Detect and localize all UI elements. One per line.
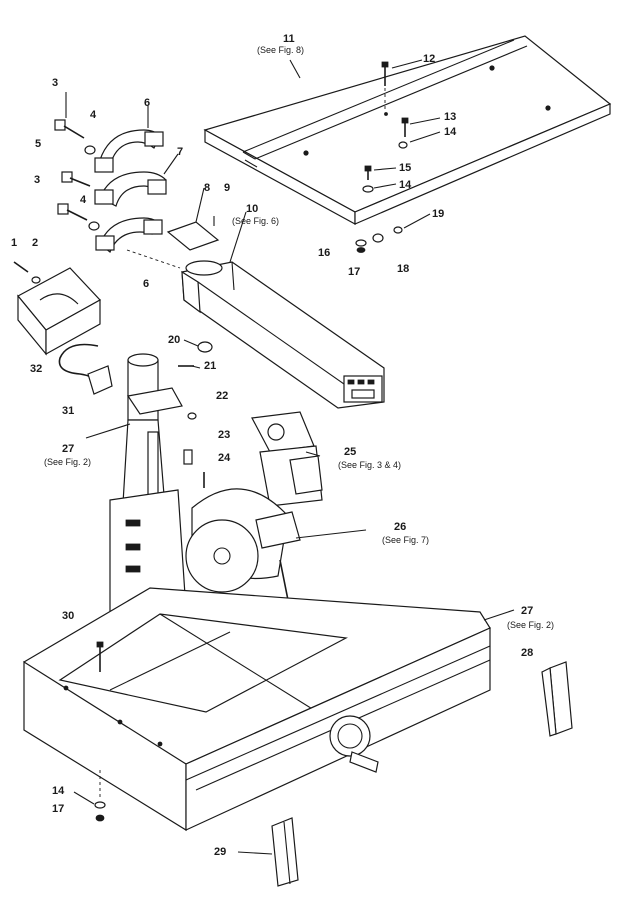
callout-23: 23	[218, 429, 231, 441]
clamp-assembly	[54, 119, 181, 269]
callout-4a: 4	[90, 109, 97, 121]
callout-1: 1	[11, 237, 18, 249]
callout-3a: 3	[52, 77, 59, 89]
callout-27a: 27	[62, 443, 75, 455]
callout-6b: 6	[143, 278, 150, 290]
callout-10-ref: (See Fig. 6)	[232, 216, 280, 226]
leader-lines	[65, 59, 515, 855]
callout-25: 25	[344, 446, 357, 458]
callout-30: 30	[62, 610, 75, 622]
leg-29	[271, 817, 299, 887]
callout-31: 31	[62, 405, 75, 417]
callout-2: 2	[32, 237, 39, 249]
callout-11-ref: (See Fig. 8)	[257, 45, 305, 55]
callout-27b-ref: (See Fig. 2)	[507, 620, 555, 630]
callout-9: 9	[224, 182, 231, 194]
table-hardware	[355, 61, 409, 253]
bottom-fasteners	[94, 770, 106, 822]
callout-5: 5	[35, 138, 42, 150]
callout-18: 18	[397, 263, 410, 275]
callout-26: 26	[394, 521, 407, 533]
callout-15: 15	[399, 162, 412, 174]
callout-22: 22	[216, 390, 229, 402]
callout-29: 29	[214, 846, 227, 858]
yoke-motor	[251, 411, 323, 507]
callout-7: 7	[177, 146, 184, 158]
radial-arm	[166, 216, 385, 409]
callout-17b: 17	[52, 803, 65, 815]
callout-27b: 27	[521, 605, 534, 617]
callout-10: 10	[246, 203, 259, 215]
callout-21: 21	[204, 360, 217, 372]
callout-19: 19	[432, 208, 445, 220]
column-assembly	[109, 341, 213, 621]
callout-27a-ref: (See Fig. 2)	[44, 457, 92, 467]
callout-4b: 4	[80, 194, 87, 206]
table-top	[203, 35, 612, 226]
callout-8: 8	[204, 182, 211, 194]
callout-11: 11	[283, 33, 295, 45]
callout-6a: 6	[144, 97, 151, 109]
base-frame	[23, 587, 491, 832]
callout-28: 28	[521, 647, 534, 659]
callout-17a: 17	[348, 266, 361, 278]
callout-12: 12	[423, 53, 436, 65]
callout-14b: 14	[399, 179, 412, 191]
callout-26-ref: (See Fig. 7)	[382, 535, 430, 545]
callout-24: 24	[218, 452, 231, 464]
saw-blade-guard	[185, 488, 301, 611]
callout-16: 16	[318, 247, 331, 259]
leg-28	[541, 661, 573, 737]
callout-14c: 14	[52, 785, 65, 797]
callout-32: 32	[30, 363, 43, 375]
callout-20: 20	[168, 334, 181, 346]
callout-3b: 3	[34, 174, 41, 186]
callout-13: 13	[444, 111, 457, 123]
junction-box	[13, 261, 113, 395]
callout-25-ref: (See Fig. 3 & 4)	[338, 460, 402, 470]
callout-14a: 14	[444, 126, 457, 138]
